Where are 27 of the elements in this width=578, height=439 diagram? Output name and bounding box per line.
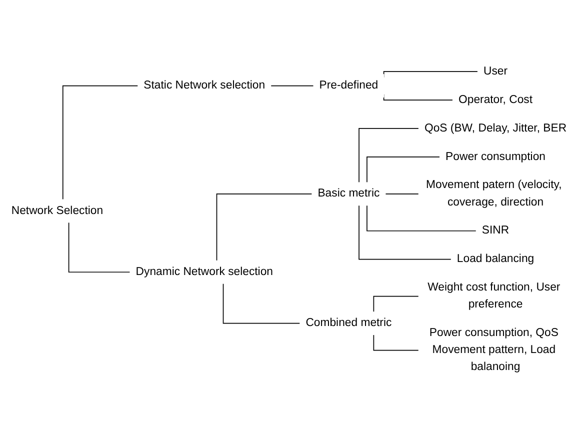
connector bbox=[373, 334, 420, 351]
node-text: Load balancing bbox=[456, 252, 534, 266]
connector bbox=[270, 85, 314, 86]
connector bbox=[358, 204, 452, 260]
node-text: QoS (BW, Delay, Jitter, BER bbox=[424, 122, 567, 134]
node-text: Power consumption, QoS Movement pattern, Load balanoing bbox=[429, 326, 558, 374]
node-text: Pre-defined bbox=[319, 79, 378, 92]
node-text: SINR bbox=[482, 224, 510, 237]
node-text: Static Network selection bbox=[144, 79, 266, 92]
connector bbox=[222, 283, 300, 324]
node-text: Movement patern (velocity, coverage, direction bbox=[426, 178, 562, 208]
connector bbox=[68, 222, 131, 273]
node-text: Operator, Cost bbox=[458, 94, 533, 106]
node-text: User bbox=[484, 65, 508, 78]
connector bbox=[358, 128, 420, 183]
connector bbox=[366, 204, 477, 232]
node-text: Dynamic Network selection bbox=[136, 266, 273, 278]
node-text: Power consumption bbox=[446, 150, 546, 163]
node-text: Weight cost function, User preference bbox=[428, 281, 560, 311]
node-text: Combined metric bbox=[306, 316, 392, 330]
connector bbox=[384, 193, 420, 194]
connector bbox=[62, 85, 138, 200]
connector bbox=[373, 296, 420, 312]
node-text: Network Selection bbox=[11, 204, 104, 217]
node-text: Basic metric bbox=[318, 188, 380, 200]
connector bbox=[366, 156, 440, 183]
connector bbox=[216, 193, 312, 262]
